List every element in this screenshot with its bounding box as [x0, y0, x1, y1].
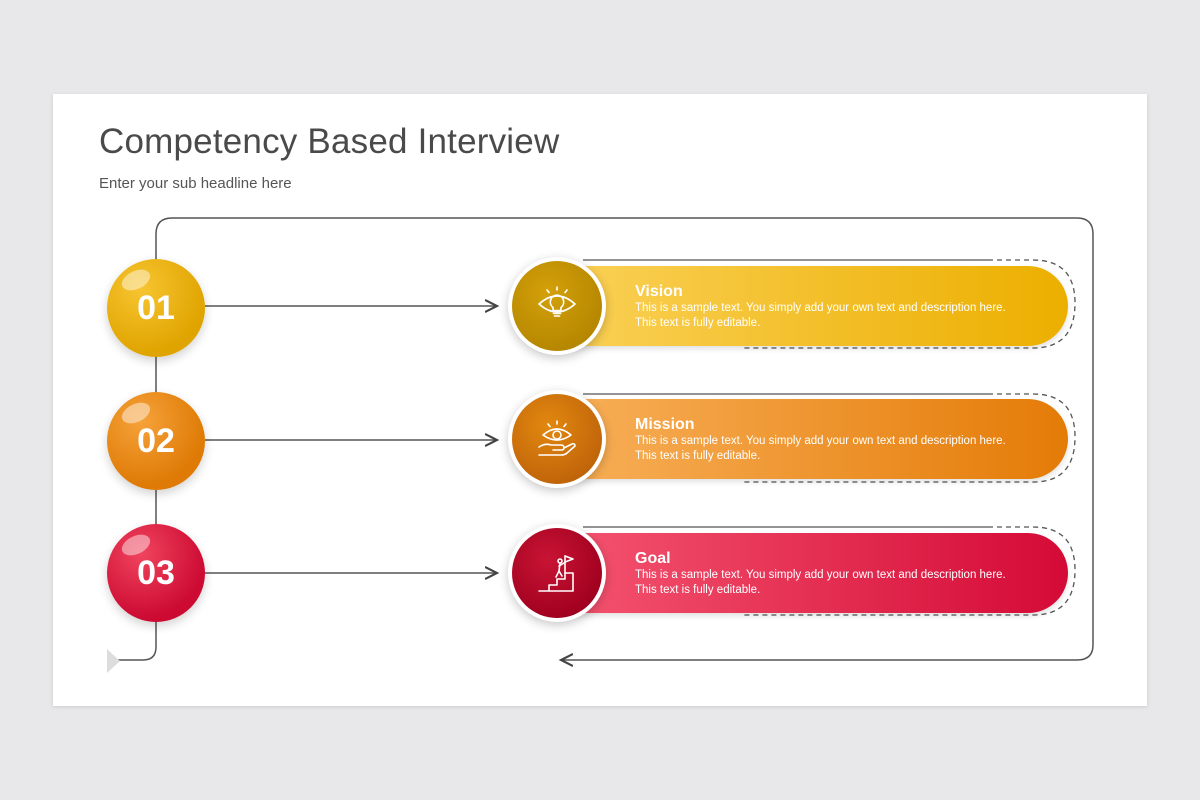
- step-description-vision: This is a sample text. You simply add yo…: [635, 302, 1006, 329]
- connector-lines: [111, 217, 1094, 706]
- step-title-mission: Mission: [635, 416, 695, 433]
- lightbulb-eye-icon: [538, 286, 576, 317]
- hand-eye-icon: [538, 420, 576, 456]
- step-number-circle-3: 03: [107, 524, 205, 622]
- icon-ring-goal: [508, 524, 606, 622]
- step-description-mission: This is a sample text. You simply add yo…: [635, 435, 1006, 462]
- icon-ring-vision: [508, 257, 606, 355]
- icon-ring-mission: [508, 390, 606, 488]
- step-title-vision: Vision: [635, 283, 683, 300]
- step-number: 01: [137, 288, 175, 327]
- page-subtitle: Enter your sub headline here: [99, 175, 292, 192]
- step-bar-vision: [538, 266, 1068, 346]
- step-number-circle-1: 01: [107, 259, 205, 357]
- slide: Competency Based Interview Enter your su…: [53, 94, 1147, 706]
- icon-circle: [512, 528, 602, 618]
- step-bar-goal: [538, 533, 1068, 613]
- icon-circle: [512, 261, 602, 351]
- step-title-goal: Goal: [635, 550, 671, 567]
- triangle-marker-icon: [107, 649, 120, 673]
- step-number: 03: [137, 553, 175, 592]
- icon-circle: [512, 394, 602, 484]
- page-title: Competency Based Interview: [99, 122, 560, 161]
- step-number: 02: [137, 421, 175, 460]
- flag-summit-icon: [538, 555, 574, 592]
- step-bar-mission: [538, 399, 1068, 479]
- step-number-circle-2: 02: [107, 392, 205, 490]
- step-description-goal: This is a sample text. You simply add yo…: [635, 569, 1006, 596]
